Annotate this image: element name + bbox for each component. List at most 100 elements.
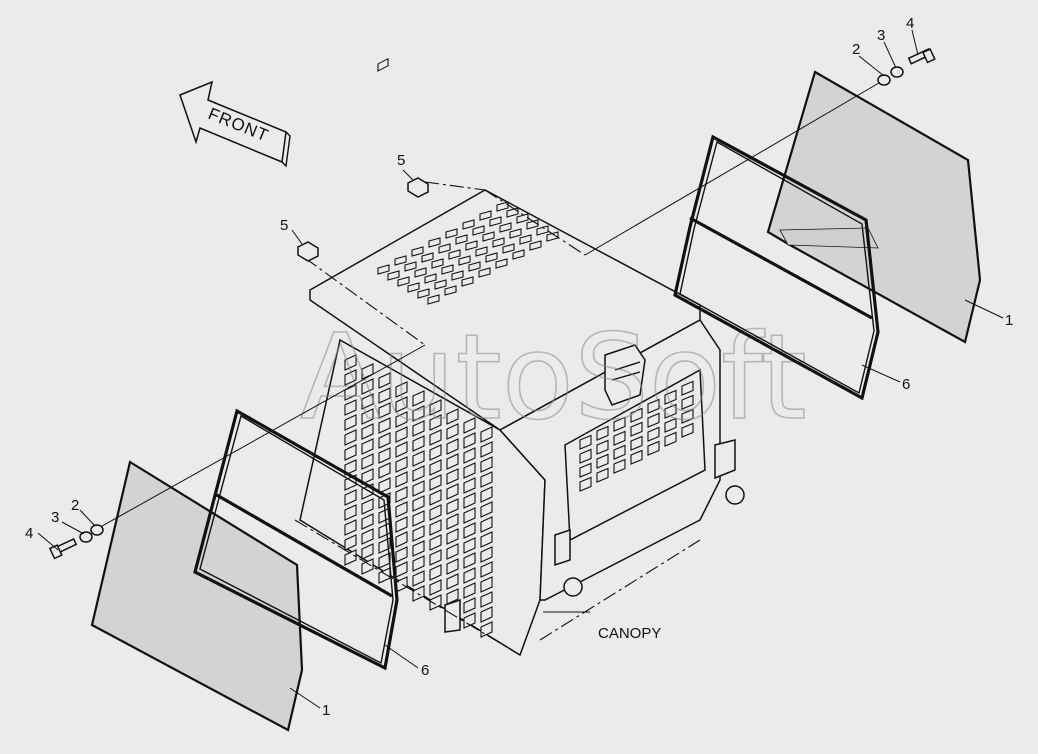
grille-hole <box>378 432 391 449</box>
grille-hole <box>429 399 442 416</box>
right-fasteners <box>877 47 936 86</box>
grille-hole <box>480 531 493 548</box>
grille-hole <box>492 237 505 248</box>
grille-hole <box>529 240 542 251</box>
left-seal <box>193 408 399 671</box>
grille-hole <box>465 240 478 251</box>
grille-hole <box>480 591 493 608</box>
grille-hole <box>445 228 458 239</box>
grille-hole <box>664 431 677 447</box>
callout-right-panel: 1 <box>1005 312 1013 329</box>
grille-hole <box>412 555 425 572</box>
grille-hole <box>395 531 408 548</box>
grille-hole <box>344 399 357 416</box>
grille-hole <box>395 411 408 428</box>
grille-hole <box>446 438 459 455</box>
grille-hole <box>414 267 427 278</box>
grille-hole <box>429 519 442 536</box>
grille-hole <box>480 576 493 593</box>
grille-hole <box>378 372 391 389</box>
grille-hole <box>395 441 408 458</box>
grille-hole <box>446 408 459 425</box>
grille-hole <box>480 471 493 488</box>
grille-hole <box>480 456 493 473</box>
grab-handle <box>604 344 646 406</box>
grille-hole <box>361 513 374 530</box>
grille-hole <box>429 579 442 596</box>
grille-hole <box>395 471 408 488</box>
canopy-body <box>294 57 745 657</box>
bolt-icon <box>48 537 78 560</box>
grille-hole <box>446 573 459 590</box>
grille-hole <box>463 417 476 434</box>
grille-hole <box>596 453 609 469</box>
grille-hole <box>412 570 425 587</box>
grille-hole <box>463 612 476 629</box>
grille-hole <box>613 444 626 460</box>
grille-hole <box>395 396 408 413</box>
grille-hole <box>394 255 407 266</box>
front-arrow-icon <box>179 80 287 164</box>
grille-hole <box>681 422 694 438</box>
grille-hole <box>395 426 408 443</box>
grille-hole <box>461 276 474 287</box>
grille-hole <box>516 213 529 224</box>
grille-hole <box>480 546 493 563</box>
grille-hole <box>407 282 420 293</box>
grille-hole <box>446 423 459 440</box>
grille-hole <box>446 558 459 575</box>
grille-hole <box>613 430 626 446</box>
grille-hole <box>412 465 425 482</box>
grille-hole <box>579 462 592 478</box>
grille-hole <box>681 380 694 396</box>
grille-hole <box>429 564 442 581</box>
nut-icon <box>407 177 429 198</box>
front-arrow: FRONT <box>179 80 291 168</box>
grille-hole <box>613 416 626 432</box>
callout-left-panel: 1 <box>322 702 330 719</box>
grille-hole <box>463 432 476 449</box>
grille-hole <box>455 234 468 245</box>
callout-left-seal: 6 <box>421 662 429 679</box>
grille-hole <box>412 450 425 467</box>
grille-hole <box>463 567 476 584</box>
grille-hole <box>395 381 408 398</box>
grille-hole <box>411 246 424 257</box>
grille-hole <box>361 498 374 515</box>
grille-hole <box>446 453 459 470</box>
grille-hole <box>397 276 410 287</box>
grille-hole <box>395 456 408 473</box>
grille-hole <box>478 267 491 278</box>
grille-hole <box>438 243 451 254</box>
grille-hole <box>378 417 391 434</box>
grille-hole <box>344 534 357 551</box>
washer-icon <box>890 66 904 78</box>
grille-hole <box>463 597 476 614</box>
right-grille <box>579 380 694 492</box>
grille-hole <box>664 417 677 433</box>
grille-hole <box>378 477 391 494</box>
grille-hole <box>496 201 509 212</box>
grille-hole <box>681 408 694 424</box>
grille-hole <box>427 294 440 305</box>
grille-hole <box>463 462 476 479</box>
grille-hole <box>613 458 626 474</box>
watermark: AutoSoft <box>300 308 807 446</box>
grille-hole <box>395 546 408 563</box>
grille-hole <box>463 507 476 524</box>
upper-nut <box>402 169 429 198</box>
grille-hole <box>495 258 508 269</box>
grille-hole <box>446 588 459 605</box>
grille-hole <box>463 582 476 599</box>
grille-hole <box>489 216 502 227</box>
grille-hole <box>344 489 357 506</box>
callout-upper-nut: 5 <box>397 152 405 169</box>
grille-hole <box>429 459 442 476</box>
grille-hole <box>463 522 476 539</box>
grille-hole <box>378 462 391 479</box>
grille-hole <box>361 453 374 470</box>
grille-hole <box>475 246 488 257</box>
grille-hole <box>434 279 447 290</box>
grille-hole <box>647 440 660 456</box>
